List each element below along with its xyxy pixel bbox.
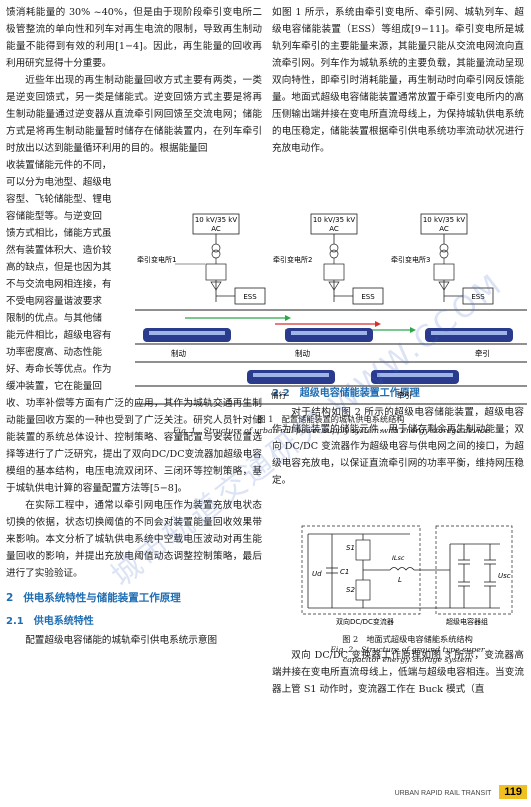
left-column: 馈消耗能量的 30% ~40%，但是由于现阶段牵引变电所二极管整流的单向性和列车…	[6, 4, 262, 649]
ess-box: ESS	[216, 287, 266, 305]
svg-text:牵引变电所1: 牵引变电所1	[137, 255, 176, 264]
substation-3: 10 kV/35 kV AC 牵引变电所3	[391, 213, 468, 302]
paragraph: 在实际工程中，通常以牵引网电压作为装置充放电状态切换的依据，状态切换阈值的不同会…	[6, 500, 262, 579]
page-number: 119	[499, 785, 527, 799]
svg-text:双向DC/DC变流器: 双向DC/DC变流器	[336, 617, 394, 626]
svg-text:AC: AC	[211, 225, 221, 233]
paragraph: 近些年出现的再生制动能量回收方式主要有两类，一类是逆变回馈式，另一类是储能式。逆…	[6, 75, 262, 154]
svg-text:牵引变电所3: 牵引变电所3	[391, 255, 430, 264]
svg-text:制动: 制动	[295, 348, 310, 358]
wrapped-text: 收装置储能元件的不同， 可以分为电池型、超级电 容型、飞轮储能型、锂电 容储能型…	[6, 160, 112, 392]
svg-text:C1: C1	[340, 568, 349, 576]
paragraph: 如图 1 所示，系统由牵引变电所、牵引网、城轨列车、超级电容储能装置（ESS）等…	[272, 7, 524, 154]
svg-text:S2: S2	[346, 586, 355, 594]
substation-1: 10 kV/35 kV AC 牵引变电所1	[137, 213, 240, 302]
svg-text:10 kV/35 kV: 10 kV/35 kV	[313, 216, 356, 224]
svg-text:制动: 制动	[171, 348, 186, 358]
svg-text:牵引: 牵引	[397, 390, 412, 400]
svg-text:超级电容器组: 超级电容器组	[446, 617, 488, 626]
figure-1-caption: 图 1 配置储能装置的城轨供电系统结构	[257, 414, 405, 424]
figure-2-caption-en: capacitor energy storage system	[342, 655, 473, 664]
train	[285, 328, 373, 342]
paragraph: 对于结构如图 2 所示的超级电容储能装置，超级电容作为储能装置的储能元件，用于储…	[272, 407, 524, 486]
ess-box: ESS	[444, 287, 494, 305]
svg-text:惰行: 惰行	[271, 390, 286, 400]
train	[247, 370, 335, 384]
figure-1: 10 kV/35 kV AC 牵引变电所1 10 kV/35 kV AC 牵引变…	[135, 210, 527, 438]
ess-box: ESS	[334, 287, 384, 305]
power-system-diagram: 10 kV/35 kV AC 牵引变电所1 10 kV/35 kV AC 牵引变…	[135, 213, 527, 405]
substation-2: 10 kV/35 kV AC 牵引变电所2	[273, 213, 358, 302]
journal-name: URBAN RAPID RAIL TRANSIT	[394, 790, 492, 797]
svg-text:ESS: ESS	[243, 293, 257, 301]
figure-2: Ud C1 S1 S2 L ILsc Usc 双向DC/DC变	[300, 520, 515, 668]
page-footer: URBAN RAPID RAIL TRANSIT 119	[395, 785, 527, 799]
train	[371, 370, 459, 384]
svg-text:Ud: Ud	[312, 570, 322, 578]
figure-1-caption-en: Fig. 1 Structure of urban rail power sup…	[173, 426, 489, 435]
svg-text:AC: AC	[329, 225, 339, 233]
svg-text:牵引: 牵引	[475, 348, 490, 358]
figure-2-caption-en: Fig. 2 Structure of ground type super	[330, 645, 485, 654]
right-column: 如图 1 所示，系统由牵引变电所、牵引网、城轨列车、超级电容储能装置（ESS）等…	[272, 4, 524, 698]
paragraph: 配置超级电容储能的城轨牵引供电系统示意图	[25, 635, 218, 646]
train	[425, 328, 513, 342]
svg-text:ILsc: ILsc	[392, 554, 405, 562]
svg-text:ESS: ESS	[361, 293, 375, 301]
train	[143, 328, 231, 342]
figure-2-caption: 图 2 地面式超级电容储能系统结构	[342, 634, 473, 644]
svg-text:L: L	[398, 576, 402, 584]
paragraph: 馈消耗能量的 30% ~40%，但是由于现阶段牵引变电所二极管整流的单向性和列车…	[6, 7, 262, 69]
svg-text:ESS: ESS	[471, 293, 485, 301]
svg-text:10 kV/35 kV: 10 kV/35 kV	[423, 216, 466, 224]
svg-text:牵引变电所2: 牵引变电所2	[273, 255, 312, 264]
svg-text:10 kV/35 kV: 10 kV/35 kV	[195, 216, 238, 224]
svg-text:Usc: Usc	[498, 572, 511, 580]
svg-text:AC: AC	[439, 225, 449, 233]
capacitor-bank	[458, 544, 496, 608]
svg-text:S1: S1	[346, 544, 355, 552]
paragraph: 收、功率补偿等方面有广泛的应用，其作为城轨交通再生制动能量回收方案的一种也受到了…	[6, 398, 262, 494]
ess-circuit-diagram: Ud C1 S1 S2 L ILsc Usc 双向DC/DC变	[301, 525, 513, 626]
bank-boundary	[435, 525, 513, 615]
paragraph: 双向 DC/DC 变换器工作原理如图 3 所示，变流器高端并接在变电所直流母线上…	[272, 650, 524, 695]
